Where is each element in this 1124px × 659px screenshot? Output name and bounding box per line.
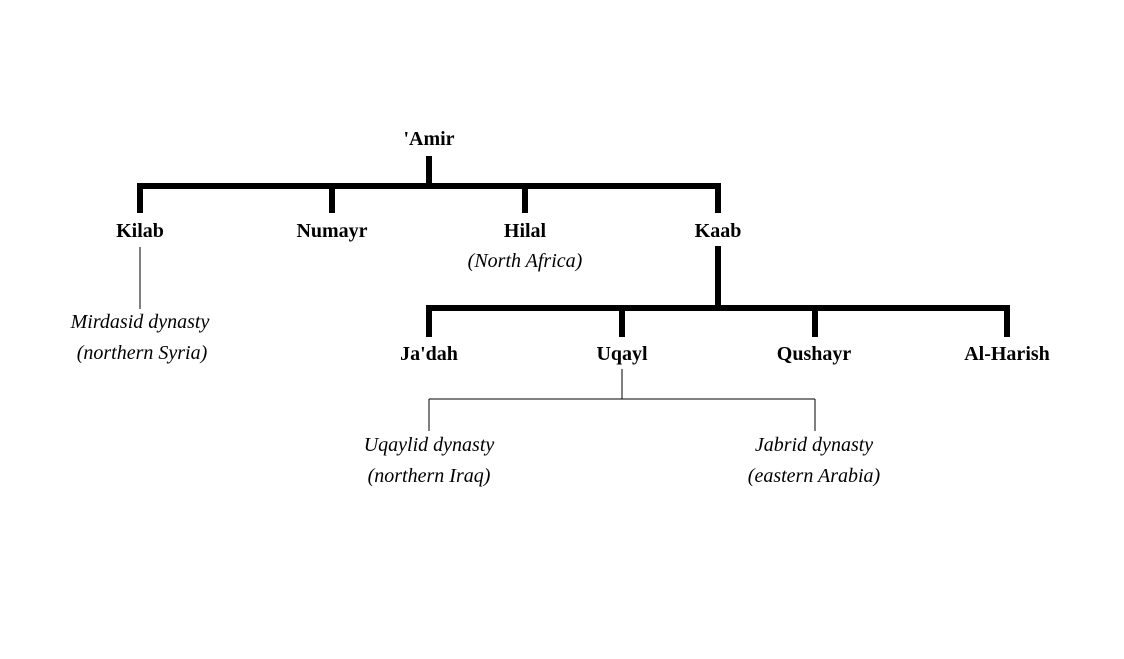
node-uqayl: Uqayl bbox=[596, 343, 648, 365]
node-qushayr: Qushayr bbox=[776, 343, 852, 365]
node-uqaylid-line2: (northern Iraq) bbox=[367, 465, 491, 487]
node-amir: 'Amir bbox=[403, 128, 455, 150]
node-hilal: Hilal bbox=[503, 220, 547, 242]
node-alharish: Al-Harish bbox=[964, 343, 1050, 365]
node-kaab: Kaab bbox=[694, 220, 742, 242]
node-jadah: Ja'dah bbox=[400, 343, 458, 365]
node-kilab: Kilab bbox=[116, 220, 164, 242]
node-hilal-note: (North Africa) bbox=[467, 250, 583, 272]
node-mirdasid-line1: Mirdasid dynasty bbox=[70, 311, 210, 333]
node-mirdasid-line2: (northern Syria) bbox=[76, 342, 208, 364]
node-numayr: Numayr bbox=[296, 220, 368, 242]
node-jabrid-line1: Jabrid dynasty bbox=[754, 434, 874, 456]
node-uqaylid-line1: Uqaylid dynasty bbox=[363, 434, 495, 456]
node-jabrid-line2: (eastern Arabia) bbox=[747, 465, 881, 487]
